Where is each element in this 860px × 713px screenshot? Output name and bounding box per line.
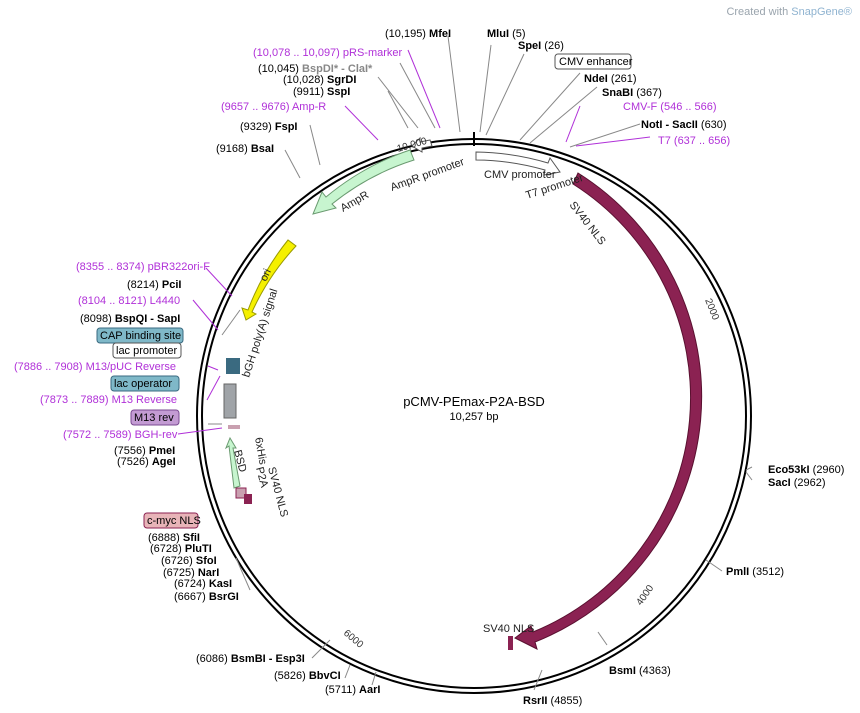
primer-bgh-rev: (7572 .. 7589) BGH-rev [63, 429, 178, 441]
label-c-myc-nls: c-myc NLS [147, 515, 201, 527]
feature-cas9: Cas9 [699, 418, 714, 445]
label-m13-rev: M13 rev [134, 412, 174, 424]
leader-lines [208, 35, 753, 691]
site-mlui: MluI (5) [487, 28, 526, 40]
site-pluti: (6728) PluTI [150, 543, 212, 555]
site-bspqi-sapi: (8098) BspQI - SapI [80, 313, 180, 325]
snapgene-credit: Created with SnapGene® [726, 6, 852, 18]
primer-m13-reverse: (7873 .. 7889) M13 Reverse [40, 394, 177, 406]
site-pmli: PmlI (3512) [726, 566, 784, 578]
feature-bgh-polya: bGH poly(A) signal [240, 287, 280, 379]
site-bsai: (9168) BsaI [216, 143, 274, 155]
site-rsrii: RsrII (4855) [523, 695, 582, 707]
primer-m13-puc-reverse: (7886 .. 7908) M13/pUC Reverse [14, 361, 176, 373]
site-pmei: (7556) PmeI [114, 445, 175, 457]
tick-2000: 2000 [702, 297, 721, 322]
site-mfei: (10,195) MfeI [385, 28, 451, 40]
site-agei: (7526) AgeI [117, 456, 176, 468]
cmv-promoter-arrow [475, 151, 561, 176]
site-saci: SacI (2962) [768, 477, 826, 489]
his-block [228, 425, 240, 429]
bgh-polya-block [223, 383, 237, 419]
primer-labels: (10,078 .. 10,097) pRS-marker (9657 .. 9… [14, 47, 730, 441]
primer-cmv-f: CMV-F (546 .. 566) [623, 101, 717, 113]
site-sfii: (6888) SfiI [148, 532, 200, 544]
site-snabi: SnaBI (367) [602, 87, 662, 99]
site-kasi: (6724) KasI [174, 578, 232, 590]
plasmid-size: 10,257 bp [450, 411, 499, 423]
feature-sv40-nls-2: SV40 NLS [483, 623, 534, 635]
label-lac-promoter: lac promoter [116, 345, 177, 357]
primer-prs-marker: (10,078 .. 10,097) pRS-marker [253, 47, 403, 59]
primer-amp-r: (9657 .. 9676) Amp-R [221, 101, 326, 113]
sv40-nls-block-3 [244, 494, 252, 504]
site-aari: (5711) AarI [325, 684, 380, 696]
boxed-labels: CMV enhancer CAP binding site lac promot… [96, 53, 633, 529]
p2a-block [235, 487, 247, 499]
primer-pbr322ori-f: (8355 .. 8374) pBR322ori-F [76, 261, 210, 273]
plasmid-name: pCMV-PEmax-P2A-BSD [403, 394, 545, 409]
bsd-arrow [224, 436, 241, 489]
feature-sv40-nls-3: SV40 NLS [265, 466, 290, 519]
feature-bsd: BSD [231, 449, 248, 474]
cas9-arrow [514, 172, 703, 650]
feature-sv40-nls-1: SV40 NLS [567, 199, 608, 247]
feature-p2a: P2A [253, 466, 270, 490]
site-ndei: NdeI (261) [584, 73, 637, 85]
ampr-arrow [312, 149, 415, 215]
site-bsmi: BsmI (4363) [609, 665, 671, 677]
feature-cmv-promoter: CMV promoter [484, 169, 556, 181]
site-fspi: (9329) FspI [240, 121, 297, 133]
ampr-promoter-arrow [411, 136, 433, 153]
site-eco53ki: Eco53kI (2960) [768, 464, 844, 476]
site-bbvci: (5826) BbvCI [274, 670, 341, 682]
site-bsrgi: (6667) BsrGI [174, 591, 239, 603]
lac-features-block [226, 358, 240, 374]
feature-6xhis: 6xHis [252, 436, 269, 466]
label-cap-binding-site: CAP binding site [100, 330, 181, 342]
primer-t7: T7 (637 .. 656) [658, 135, 730, 147]
site-pcii: (8214) PciI [127, 279, 181, 291]
site-sspi: (9911) SspI [293, 86, 350, 98]
site-sfoi: (6726) SfoI [161, 555, 217, 567]
ori-arrow [241, 239, 297, 321]
site-sgrdi: (10,028) SgrDI [283, 74, 356, 86]
tick-4000: 4000 [634, 583, 656, 608]
feature-ori: ori [258, 267, 274, 283]
site-labels: (10,195) MfeI MluI (5) SpeI (26) NdeI (2… [80, 28, 844, 707]
primer-l4440: (8104 .. 8121) L4440 [78, 295, 180, 307]
label-cmv-enhancer: CMV enhancer [559, 56, 633, 68]
site-nari: (6725) NarI [163, 567, 219, 579]
credit-prefix: Created with [726, 6, 789, 18]
label-lac-operator: lac operator [114, 378, 172, 390]
primer-leaders [177, 49, 651, 435]
site-bspdi-clai: (10,045) BspDI* - ClaI* [258, 63, 373, 75]
site-bsmbi: (6086) BsmBI - Esp3I [196, 653, 305, 665]
credit-brand: SnapGene® [791, 6, 852, 18]
tick-6000: 6000 [341, 628, 365, 651]
site-spei: SpeI (26) [518, 40, 564, 52]
site-noti-sacii: NotI - SacII (630) [641, 119, 727, 131]
sv40-nls-block-2 [508, 636, 513, 650]
